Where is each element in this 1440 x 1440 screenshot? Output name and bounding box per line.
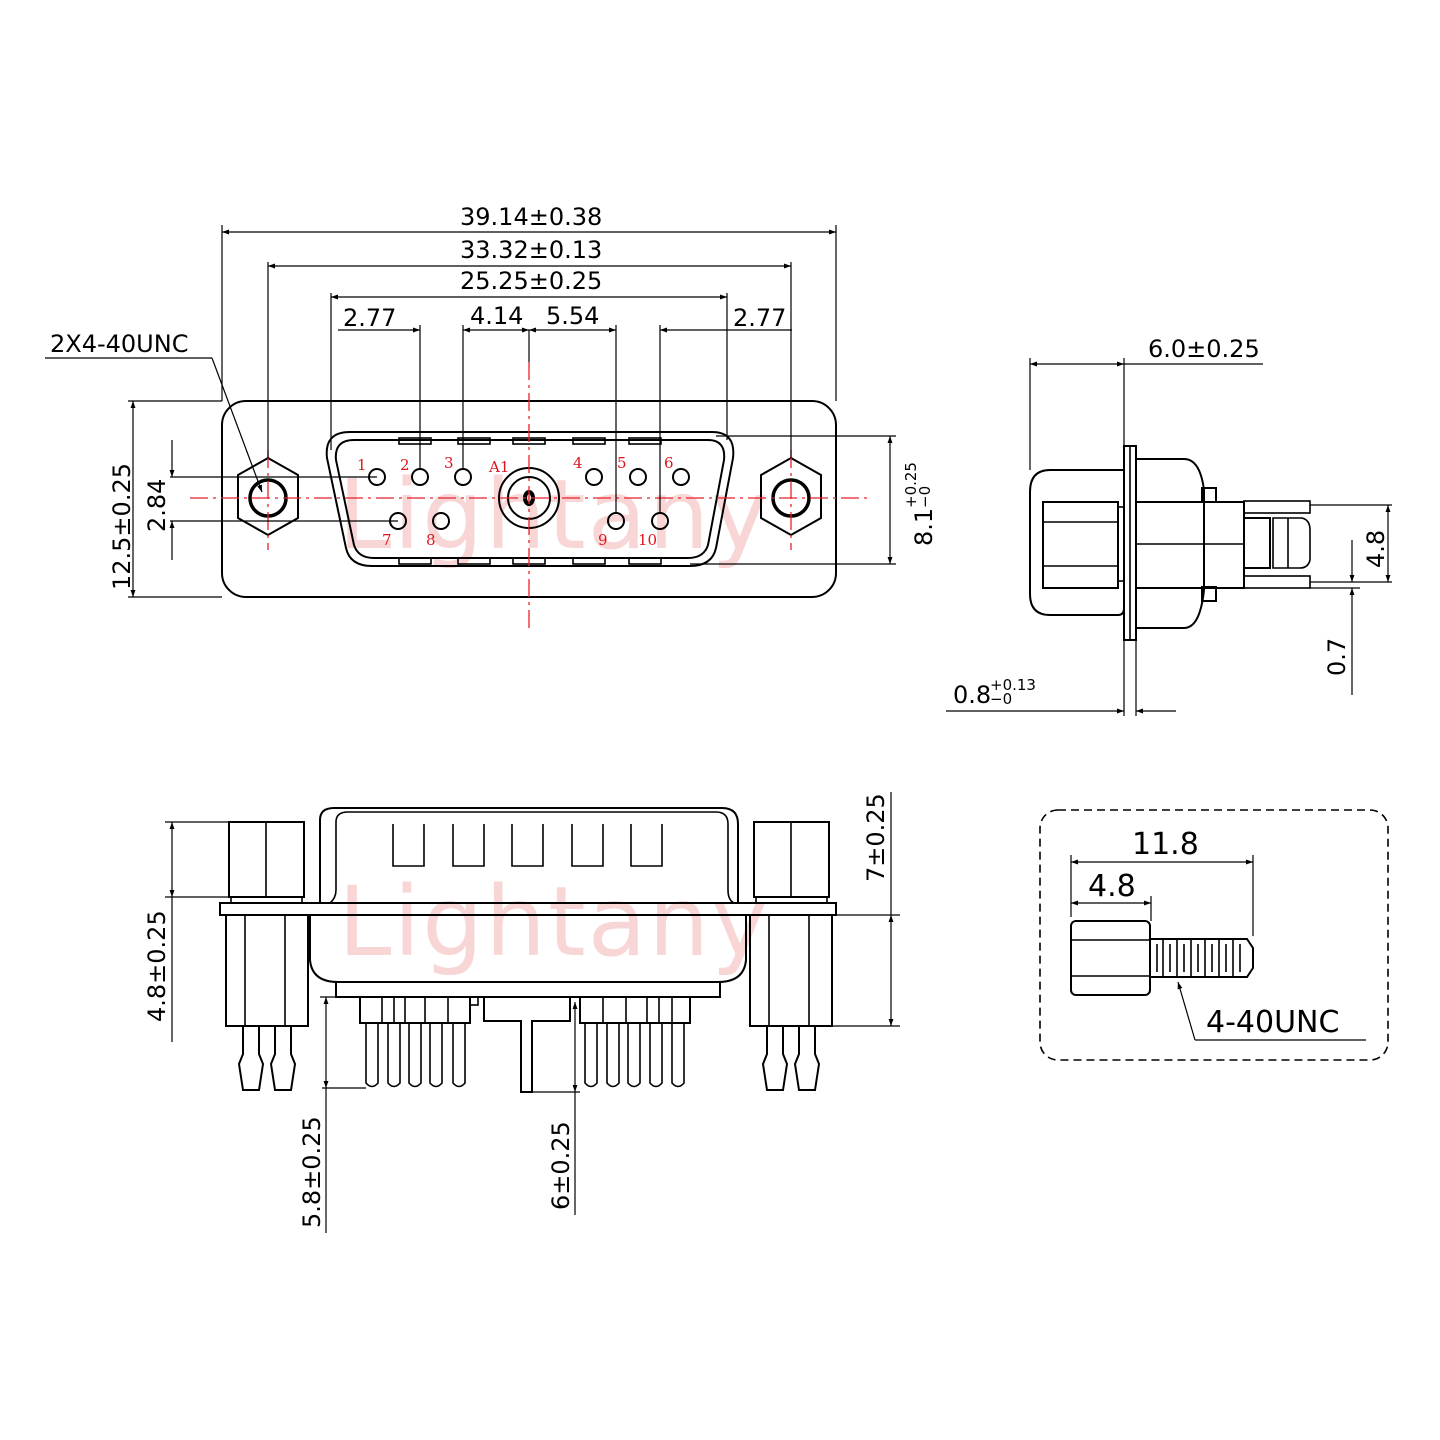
dim-pin-length: 5.8±0.25: [298, 1116, 326, 1228]
pin-label: 1: [357, 456, 367, 474]
dim-pitch-left: 2.77: [343, 304, 396, 332]
dim-depth: 6.0±0.25: [1148, 335, 1260, 363]
dim-screw-length: 11.8: [1132, 827, 1199, 862]
svg-text:−0: −0: [990, 690, 1012, 708]
svg-text:8.1: 8.1: [910, 508, 938, 546]
svg-text:0.8: 0.8: [953, 681, 991, 709]
watermark-text: Lightany: [338, 866, 770, 978]
dim-pitch-mid-left: 4.14: [470, 302, 523, 330]
standoff-left: [225, 821, 309, 1091]
dim-coax-pin-length: 6±0.25: [547, 1121, 575, 1210]
svg-text:−0: −0: [916, 486, 934, 508]
pin-label: 3: [444, 454, 454, 472]
side-view: 6.0±0.25 0.8 +0.13 −0 4.8 0.7: [946, 335, 1392, 716]
pin-label: 4: [573, 454, 583, 472]
dim-overall-height: 7±0.25: [862, 793, 890, 882]
callout-screw-thread: 4-40UNC: [1206, 1005, 1339, 1040]
pin-labels: 1 2 3 A1 4 5 6 7 8 9 10: [357, 454, 674, 549]
svg-text:+0.25: +0.25: [902, 462, 920, 508]
dim-pitch-right: 2.77: [733, 304, 786, 332]
dim-overall-width: 39.14±0.38: [460, 203, 602, 231]
detail-frame: [1039, 809, 1389, 1061]
dim-pitch-mid-right: 5.54: [546, 302, 599, 330]
front-view: 1 2 3 A1 4 5 6 7 8 9 10: [45, 203, 938, 628]
dim-hex-length: 4.8: [1088, 869, 1136, 904]
pin-label: 8: [426, 531, 436, 549]
pin-header-left: [359, 996, 479, 1088]
pin-label: 2: [400, 456, 410, 474]
pin-label: 6: [664, 454, 674, 472]
dim-pin-offset: 0.7: [1323, 638, 1351, 676]
dim-shell-width: 25.25±0.25: [460, 267, 602, 295]
dim-row-spacing: 2.84: [143, 479, 171, 532]
callout-thread-spec: 2X4-40UNC: [50, 330, 188, 358]
dim-mount-hole-spacing: 33.32±0.13: [460, 236, 602, 264]
screw-detail: 11.8 4.8 4-40UNC: [1039, 809, 1389, 1061]
dim-pin-pitch: 4.8: [1362, 530, 1390, 568]
pin-header-right: [579, 996, 691, 1088]
dim-height: 12.5±0.25: [108, 463, 136, 590]
pin-label: A1: [488, 458, 509, 476]
dim-flange-thickness: 0.8 +0.13 −0: [953, 676, 1036, 709]
dim-standoff-height: 4.8±0.25: [143, 910, 171, 1022]
dim-shell-height: 8.1 +0.25 −0: [902, 462, 938, 546]
svg-text:+0.13: +0.13: [990, 676, 1036, 694]
pin-label: 10: [638, 531, 657, 549]
pin-label: 9: [598, 531, 608, 549]
pin-label: 7: [382, 531, 392, 549]
watermark-bottom: Lightany: [338, 866, 770, 978]
d-shell-inner: [334, 439, 726, 559]
standoff-right: [749, 821, 833, 1091]
shell-slots: [392, 824, 663, 867]
coax-post: [483, 997, 571, 1093]
pin-label: 5: [617, 454, 627, 472]
d-shell-outer: [325, 431, 735, 567]
bottom-view: 4.8±0.25 7±0.25 5.8±0.25 6±0.25: [143, 792, 900, 1233]
